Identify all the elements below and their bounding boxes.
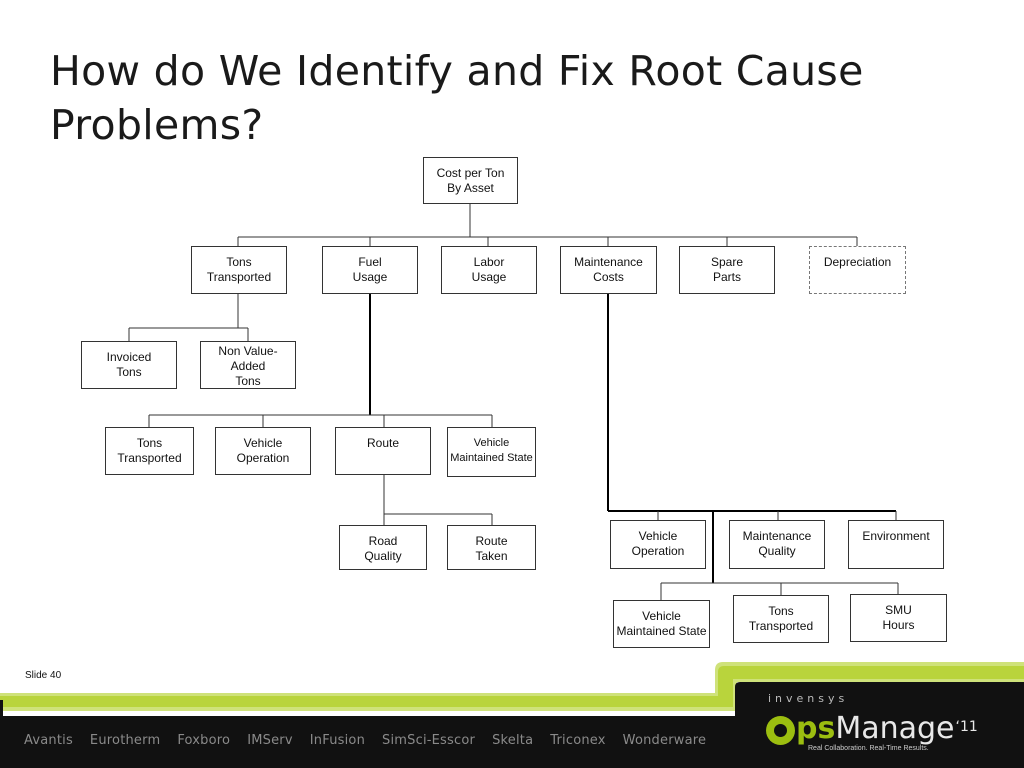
brand-simsci-esscor: SimSci-Esscor bbox=[382, 733, 476, 748]
node-smu-hours: SMU Hours bbox=[850, 594, 947, 642]
brand-eurotherm: Eurotherm bbox=[89, 733, 161, 748]
brand-skelta: Skelta bbox=[492, 733, 534, 748]
node-maintenance-costs: Maintenance Costs bbox=[560, 246, 657, 294]
node-route: Route bbox=[335, 427, 431, 475]
node-non-value-added-tons: Non Value- Added Tons bbox=[200, 341, 296, 389]
node-fuel-vehicle-maintained-state: Vehicle Maintained State bbox=[447, 427, 536, 477]
node-maintenance-quality: Maintenance Quality bbox=[729, 520, 825, 569]
brand-avantis: Avantis bbox=[24, 733, 73, 748]
node-route-taken: Route Taken bbox=[447, 525, 536, 570]
invensys-logo: invensys bbox=[768, 692, 849, 705]
node-fuel-tons-transported: Tons Transported bbox=[105, 427, 194, 475]
slide-title: How do We Identify and Fix Root Cause Pr… bbox=[50, 47, 864, 149]
brand-triconex: Triconex bbox=[550, 733, 606, 748]
footer-background bbox=[0, 662, 1024, 768]
node-depreciation: Depreciation bbox=[809, 246, 906, 294]
node-tons-transported: Tons Transported bbox=[191, 246, 287, 294]
node-road-quality: Road Quality bbox=[339, 525, 427, 570]
node-maint-tons-transported: Tons Transported bbox=[733, 595, 829, 643]
node-environment: Environment bbox=[848, 520, 944, 569]
year-text: ‘11 bbox=[955, 719, 978, 735]
node-maint-vehicle-maintained-state: Vehicle Maintained State bbox=[613, 600, 710, 648]
diagram-connectors bbox=[128, 204, 899, 600]
node-spare-parts: Spare Parts bbox=[679, 246, 775, 294]
ops-text: ps bbox=[796, 711, 836, 746]
brand-foxboro: Foxboro bbox=[177, 733, 231, 748]
brand-infusion: InFusion bbox=[309, 733, 366, 748]
node-labor-usage: Labor Usage bbox=[441, 246, 537, 294]
footer-brand-list: Avantis Eurotherm Foxboro IMServ InFusio… bbox=[24, 733, 723, 748]
node-maint-vehicle-operation: Vehicle Operation bbox=[610, 520, 706, 569]
node-fuel-usage: Fuel Usage bbox=[322, 246, 418, 294]
slide-number: Slide 40 bbox=[25, 670, 62, 681]
opsmanage-logo: ps Manage ‘11 bbox=[766, 705, 978, 753]
brand-imserv: IMServ bbox=[247, 733, 293, 748]
node-cost-per-ton: Cost per Ton By Asset bbox=[423, 157, 518, 204]
ops-circle-icon bbox=[766, 716, 795, 745]
opsmanage-tagline: Real Collaboration. Real-Time Results. bbox=[808, 745, 929, 752]
node-fuel-vehicle-operation: Vehicle Operation bbox=[215, 427, 311, 475]
manage-text: Manage bbox=[835, 711, 955, 746]
node-invoiced-tons: Invoiced Tons bbox=[81, 341, 177, 389]
brand-wonderware: Wonderware bbox=[622, 733, 707, 748]
